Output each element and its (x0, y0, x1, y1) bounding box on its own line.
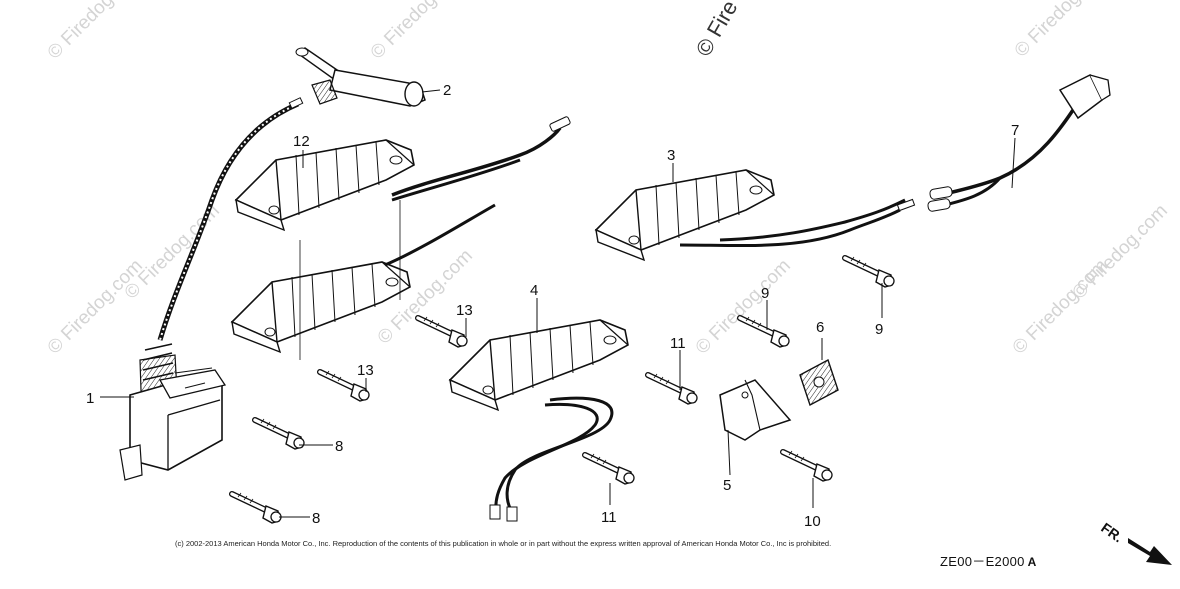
watermark: © Firedog.com (1011, 0, 1114, 62)
front-direction-indicator: FR. (1098, 519, 1172, 565)
leader-lines (100, 89, 1016, 518)
callout-3: 3 (667, 147, 675, 164)
callout-6: 6 (816, 319, 824, 336)
ignition-coil (119, 97, 304, 481)
watermark-layer: © Firedog.com © Firedog.com © Fire © Fir… (44, 0, 1172, 359)
front-label: FR. (1098, 519, 1126, 545)
watermark: © Firedog.com (44, 255, 147, 358)
diagram-code-suffix: A (1027, 555, 1037, 569)
callout-11b: 11 (601, 509, 617, 526)
watermark: © Firedog.com (1069, 200, 1172, 303)
grommet (799, 358, 839, 407)
callout-10: 10 (804, 513, 821, 530)
callout-1: 1 (86, 390, 94, 407)
bolt (255, 419, 304, 449)
spark-plug-cap (295, 47, 426, 107)
callout-2: 2 (443, 82, 451, 99)
bolt (740, 317, 789, 347)
watermark: © Firedog.com (367, 0, 470, 64)
callout-8a: 8 (335, 438, 343, 455)
callout-5: 5 (723, 477, 731, 494)
copyright-notice: (c) 2002-2013 American Honda Motor Co., … (175, 539, 832, 548)
callout-13a: 13 (456, 302, 473, 319)
pulser-coil (449, 319, 629, 411)
bolt (648, 374, 697, 404)
callout-8b: 8 (312, 510, 320, 527)
bolt (783, 451, 832, 481)
plug-cord (927, 73, 1111, 212)
watermark: © Fire (691, 0, 743, 61)
callout-labels: 1 2 3 4 5 6 7 8 8 9 9 10 11 11 12 13 13 (86, 82, 1019, 530)
watermark: © Firedog.com (44, 0, 147, 64)
bolt (418, 317, 467, 347)
charge-coil-upper (235, 139, 415, 231)
bolt (845, 257, 894, 287)
callout-9b: 9 (875, 321, 883, 338)
diagram-code-number: ZE00－E2000 (940, 554, 1025, 569)
callout-13b: 13 (357, 362, 374, 379)
callout-11a: 11 (670, 335, 686, 352)
bolt (585, 454, 634, 484)
front-arrow-icon (1128, 538, 1172, 565)
bolt (232, 493, 281, 523)
callout-7: 7 (1011, 122, 1019, 139)
callout-12: 12 (293, 133, 310, 150)
callout-9a: 9 (761, 285, 769, 302)
bracket (719, 379, 792, 441)
callout-4: 4 (530, 282, 538, 299)
